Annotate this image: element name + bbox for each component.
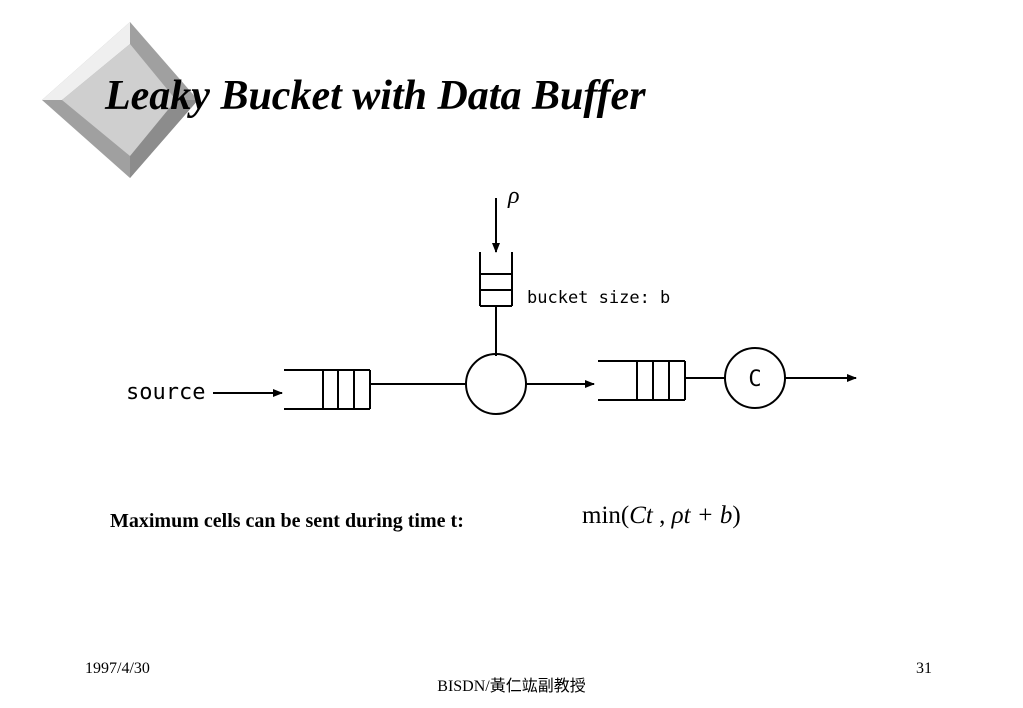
formula-close: )	[732, 502, 741, 529]
bucket-size-label: bucket size: b	[527, 288, 670, 308]
page-number: 31	[916, 660, 932, 677]
footer-date: 1997/4/30	[85, 660, 150, 677]
data-buffer-queue	[284, 369, 371, 410]
token-bucket	[479, 252, 513, 307]
formula-term1: Ct	[629, 502, 653, 529]
output-queue	[598, 360, 686, 401]
max-cells-formula: min(Ct , ρt + b)	[582, 502, 741, 530]
max-cells-caption: Maximum cells can be sent during time t:	[110, 510, 464, 532]
rate-symbol: ρ	[507, 183, 520, 209]
formula-term2: ρt + b	[671, 502, 733, 529]
gate-circle	[465, 353, 527, 415]
footer-author: BISDN/黃仁竑副教授	[437, 678, 586, 695]
server-label: C	[748, 367, 761, 392]
source-label: source	[126, 380, 205, 405]
diamond-bullet-icon	[42, 22, 198, 178]
formula-fn: min(	[582, 502, 630, 529]
page-title: Leaky Bucket with Data Buffer	[105, 73, 646, 119]
formula-comma: ,	[652, 502, 672, 529]
